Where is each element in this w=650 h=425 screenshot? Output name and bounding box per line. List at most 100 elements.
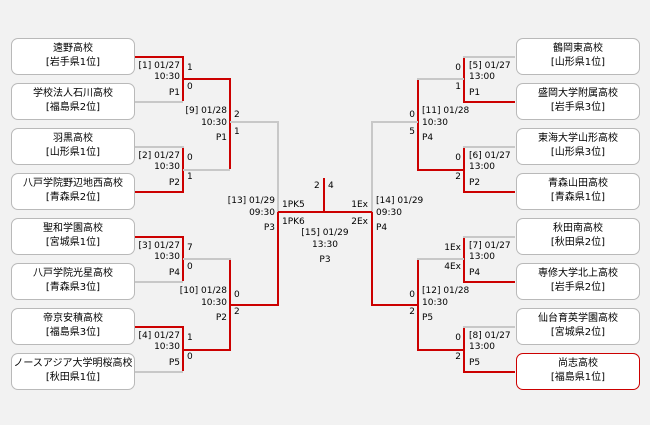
match-info: [12] 01/28 [422,286,470,296]
line-m10-bottom-win [183,260,231,351]
team-seed: [山形県1位] [45,147,101,158]
match-venue: P5 [422,313,434,323]
match-info: [4] 01/27 [138,331,180,341]
match-time: 10:30 [201,298,227,308]
team-seed: [秋田県2位] [550,237,606,248]
team-name: 八戸学院野辺地西高校 [23,178,123,189]
score: 2 [455,352,461,362]
team-name: 専修大学北上高校 [538,268,618,279]
team-box: ノースアジア大学明桜高校[秋田県1位] [11,353,135,390]
score: 2 [234,307,240,317]
team-box: 秋田南高校 [秋田県2位] [516,218,640,255]
match-time: 13:00 [469,72,495,82]
score: 1 [187,63,193,73]
team-seed: [宮城県1位] [45,237,101,248]
team-name: 八戸学院光星高校 [33,268,113,279]
line-m13-bottom-win [230,212,279,306]
final-score-right: 4 [328,181,334,191]
score: 7 [187,243,193,253]
score: 1PK6 [282,217,305,227]
line-m11-bottom-win [417,80,464,171]
team-seed: [岩手県1位] [45,57,101,68]
team-box: 八戸学院光星高校 [青森県3位] [11,263,135,300]
team-box: 羽黒高校 [山形県1位] [11,128,135,165]
team-box: 青森山田高校[青森県1位] [516,173,640,210]
match-venue: P3 [263,223,275,233]
match-info: [10] 01/28 [179,286,227,296]
team-name: 遠野高校 [53,43,93,54]
match-info: [11] 01/28 [422,106,470,116]
score: 0 [455,333,461,343]
team-name: 秋田南高校 [553,223,603,234]
team-name: 学校法人石川高校 [33,88,113,99]
match-time: 10:30 [422,118,448,128]
team-box: 聖和学園高校 [宮城県1位] [11,218,135,255]
score: 0 [187,262,193,272]
score: 2 [409,307,415,317]
match-time: 10:30 [154,162,180,172]
match-time: 13:00 [469,162,495,172]
score: 0 [234,290,240,300]
match-info: [6] 01/27 [469,151,511,161]
score: 1Ex [444,243,461,253]
match-time: 09:30 [249,208,275,218]
match-venue: P1 [469,88,481,98]
team-box: 学校法人石川高校 [福島県2位] [11,83,135,120]
team-box: 帝京安積高校[福島県3位] [11,308,135,345]
match-time: 09:30 [376,208,402,218]
team-box: 専修大学北上高校[岩手県2位] [516,263,640,300]
team-name: 東海大学山形高校 [538,133,618,144]
line-m6-bottom-win [463,148,515,193]
team-seed: [岩手県3位] [550,102,606,113]
match-info: [5] 01/27 [469,61,511,71]
team-box: 仙台育英学園高校[宮城県2位] [516,308,640,345]
match-info: [14] 01/29 [376,196,424,206]
team-seed: [福島県2位] [45,102,101,113]
score: 0 [187,352,193,362]
line-m14-bottom-win [371,212,418,306]
match-info: [9] 01/28 [185,106,227,116]
match-venue: P4 [469,268,481,278]
match-venue: P1 [168,88,180,98]
team-seed: [福島県3位] [45,327,101,338]
team-name: 羽黒高校 [53,133,93,144]
line-m9-top-win [183,78,231,169]
score: 1 [187,172,193,182]
team-name: 聖和学園高校 [43,223,103,234]
team-seed: [宮城県2位] [550,327,606,338]
match-venue: P5 [469,358,481,368]
team-seed: [山形県3位] [550,147,606,158]
match-info: [15] 01/29 [301,228,349,238]
score: 0 [187,82,193,92]
team-box: 遠野高校 [岩手県1位] [11,38,135,75]
score: 0 [187,153,193,163]
team-name: ノースアジア大学明桜高校 [13,358,133,369]
score: 0 [455,153,461,163]
team-seed: [青森県1位] [550,192,606,203]
match-time: 13:00 [469,252,495,262]
match-time: 10:30 [154,252,180,262]
score: 2 [455,172,461,182]
team-box: 東海大学山形高校 [山形県3位] [516,128,640,165]
team-seed: [青森県3位] [45,282,101,293]
line-m8-bottom-win [463,328,515,373]
line-m1-top-win [135,56,184,101]
match-time: 13:00 [469,342,495,352]
team-seed: [福島県1位] [550,372,606,383]
line-m7-bottom-win [463,238,515,283]
match-info: [1] 01/27 [138,61,180,71]
score: 1Ex [351,200,368,210]
match-info: [13] 01/29 [227,196,275,206]
score: 1 [455,82,461,92]
final-score-left: 2 [314,181,320,191]
match-info: [2] 01/27 [138,151,180,161]
match-venue: P5 [168,358,180,368]
score: 2 [234,110,240,120]
match-venue: P4 [422,133,434,143]
line-m5-bottom-win [463,58,515,103]
match-info: [8] 01/27 [469,331,511,341]
line-m4-top-win [135,326,184,371]
team-box: 盛岡大学附属高校[岩手県3位] [516,83,640,120]
line-m12-bottom-win [417,260,464,351]
